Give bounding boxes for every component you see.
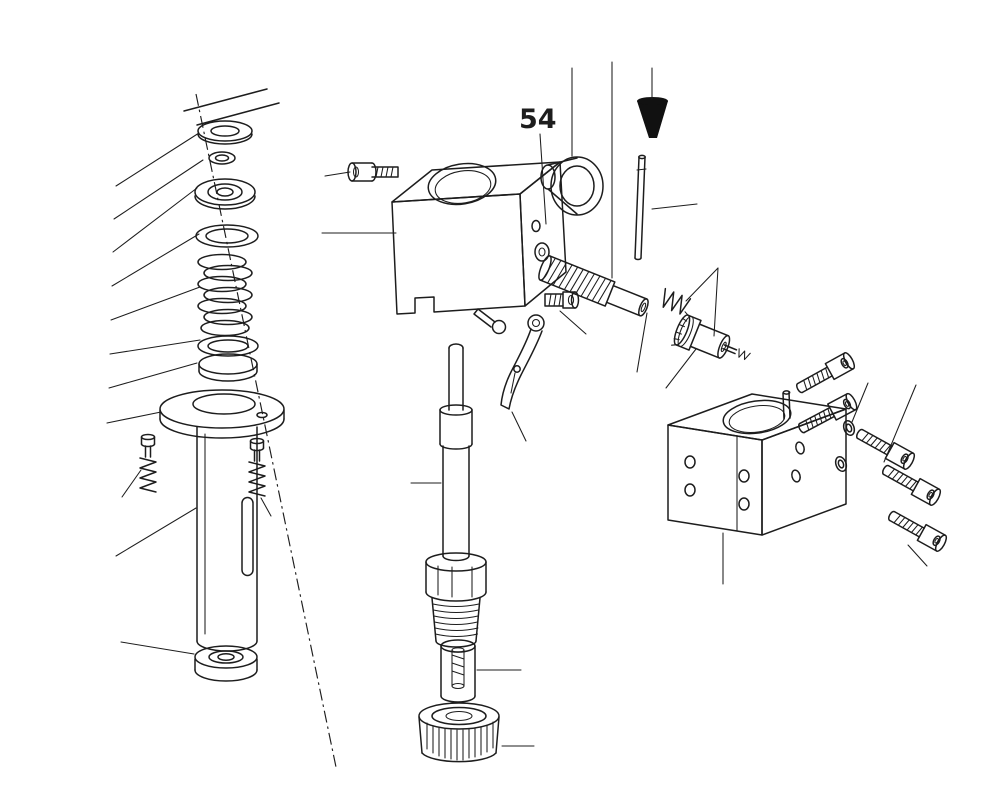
leader-line — [112, 187, 198, 253]
leader-line — [120, 641, 195, 655]
ball-end-pin — [473, 308, 507, 335]
leader-line — [106, 411, 162, 424]
bolt-hole — [738, 469, 750, 483]
gearbox-block — [391, 161, 567, 315]
knurled-chuck-nut — [418, 702, 500, 763]
leader-line — [115, 507, 197, 557]
leader-line — [113, 159, 204, 220]
quill-slot — [241, 496, 254, 577]
leader-line — [851, 382, 869, 423]
left-quill-assembly — [139, 120, 285, 682]
return-spring — [662, 287, 692, 315]
side-hole-small — [531, 219, 541, 233]
spindle-sleeve — [442, 445, 470, 562]
socket-screw-top-left — [347, 162, 399, 182]
leader-line — [109, 339, 201, 355]
leader-line — [115, 132, 200, 187]
side-bushing-hole — [534, 242, 550, 262]
leader-line — [511, 411, 527, 442]
clamp-block — [667, 390, 847, 536]
bolt-hole — [684, 483, 696, 497]
upper-collar — [439, 404, 473, 450]
bolt-hole — [738, 497, 750, 511]
spindle-chuck-assembly — [410, 343, 535, 763]
casting-edge-line — [196, 102, 280, 126]
leader-line — [685, 267, 719, 302]
washer-ring — [197, 335, 259, 357]
splined-shaft — [538, 255, 649, 317]
cap-knob — [540, 156, 604, 216]
leader-line — [111, 233, 200, 287]
ball-bearing-bottom — [194, 645, 258, 682]
bolt-hole — [795, 441, 805, 455]
right-clamp-block-assembly — [667, 350, 950, 585]
leader-line — [713, 267, 719, 337]
cone-grip — [637, 97, 668, 138]
alignment-pin — [782, 390, 791, 420]
leader-line — [108, 362, 198, 389]
callout-54-label: 54 — [519, 104, 557, 135]
clamp-bore — [722, 399, 792, 435]
leader-line — [883, 384, 917, 463]
retaining-ring-small — [208, 151, 236, 165]
block-top-bore — [427, 162, 497, 206]
leader-line — [510, 372, 516, 394]
centerline — [195, 93, 337, 768]
cap-screw — [852, 424, 918, 472]
flange-plate — [159, 389, 285, 439]
leader-line — [559, 310, 587, 335]
leader-line — [121, 469, 142, 498]
quill-cylinder — [196, 426, 258, 652]
cap-screw — [792, 350, 858, 398]
center-leader-lines — [321, 61, 719, 442]
chuck-arbor — [440, 639, 476, 703]
callout-54: 54 — [519, 104, 557, 225]
leader-line — [665, 348, 697, 389]
center-gearbox-assembly — [347, 97, 751, 410]
left-leader-lines — [106, 132, 272, 655]
cap-screw — [878, 460, 944, 508]
leader-line — [636, 312, 648, 373]
stop-bolt-with-spring-left — [139, 433, 157, 493]
bolt-hole — [791, 469, 801, 483]
top-washer — [197, 120, 253, 145]
leader-line — [907, 544, 928, 567]
hex-collar — [425, 552, 487, 602]
taper-pin — [634, 154, 647, 261]
cap-screw — [884, 506, 950, 554]
spacer-ring — [195, 224, 259, 248]
coil-spring — [197, 253, 253, 337]
lock-washer — [840, 418, 858, 438]
leader-line — [324, 171, 351, 177]
bolt-hole — [684, 455, 696, 469]
set-screw — [544, 291, 580, 309]
leader-line — [651, 203, 698, 210]
leader-line — [260, 497, 272, 517]
cap-screw — [794, 391, 860, 438]
seal-ring — [198, 353, 258, 382]
leader-line — [110, 286, 201, 321]
casting-edge-line — [183, 88, 268, 112]
pivot-pin — [513, 365, 521, 373]
clamp-lever — [500, 314, 545, 410]
construction-lines — [183, 88, 337, 768]
spindle-rod — [448, 343, 464, 411]
clutch-gear-cylinder — [671, 311, 751, 361]
ball-bearing-top — [194, 178, 256, 210]
callout-54-leader — [539, 133, 547, 225]
